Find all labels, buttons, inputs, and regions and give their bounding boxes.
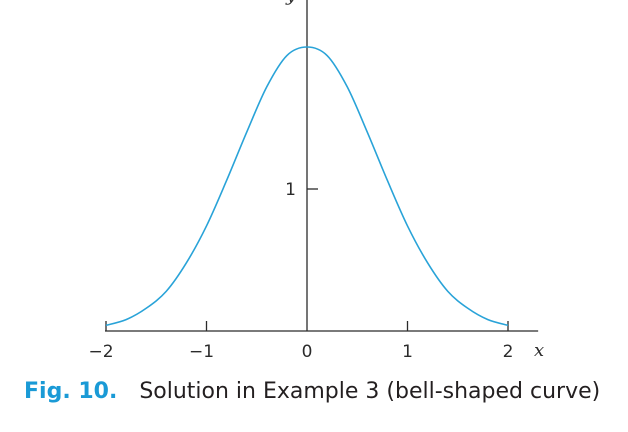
x-tick-label: 1 (402, 342, 413, 362)
y-ticks: 1 (285, 180, 318, 200)
x-tick-label: 2 (503, 342, 514, 362)
y-axis-label: y (285, 0, 297, 6)
x-tick-label: −2 (88, 342, 113, 362)
y-tick-label: 1 (285, 180, 296, 200)
x-ticks: −2 −1 0 1 2 (88, 321, 513, 362)
figure-number: Fig. 10. (24, 379, 118, 404)
caption-text: Solution in Example 3 (bell-shaped curve… (139, 379, 601, 404)
x-tick-label: −1 (189, 342, 214, 362)
bell-curve-line (105, 46, 509, 327)
x-axis-label: x (534, 340, 544, 361)
x-tick-label: 0 (302, 342, 313, 362)
figure-caption: Fig. 10. Solution in Example 3 (bell-shap… (24, 379, 624, 404)
